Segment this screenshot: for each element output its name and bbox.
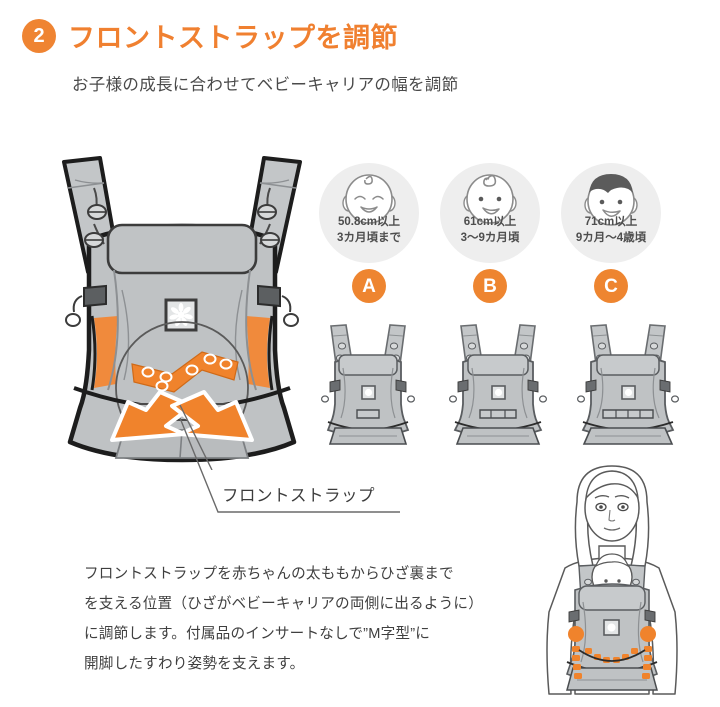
age-group-letter-b: B	[473, 269, 507, 303]
age-group-letter-c: C	[594, 269, 628, 303]
age-group-card-c: 71cm以上 9カ月〜4歳頃 C	[561, 163, 661, 303]
step-number-badge: 2	[22, 18, 56, 53]
age-group-card-b: 61cm以上 3〜9カ月頃 B	[440, 163, 540, 303]
age-group-card-a: 50.8cm以上 3カ月頃まで A	[319, 163, 419, 303]
description-line-4: 開脚したすわり姿勢を支えます。	[84, 655, 305, 672]
baby-face-curl-icon	[440, 163, 540, 263]
age-group-caption-c: 71cm以上 9カ月〜4歳頃	[561, 215, 661, 246]
age-group-age-c: 9カ月〜4歳頃	[575, 231, 647, 244]
page-title: フロントストラップを調節	[68, 23, 398, 53]
baby-face-smiling-closed-eyes-icon	[319, 163, 419, 263]
description-line-2: を支える位置（ひざがベビーキャリアの両側に出るように）	[84, 595, 483, 612]
child-face-dark-hair-icon	[561, 163, 661, 263]
main-carrier-illustration	[42, 140, 322, 475]
age-group-age-a: 3カ月頃まで	[337, 231, 401, 244]
age-group-caption-b: 61cm以上 3〜9カ月頃	[440, 215, 540, 246]
description-paragraph: フロントストラップを赤ちゃんの太ももからひざ裏まで を支える位置（ひざがベビーキ…	[84, 560, 514, 680]
age-group-caption-a: 50.8cm以上 3カ月頃まで	[319, 215, 419, 246]
step-header: 2 フロントストラップを調節	[22, 16, 398, 55]
age-group-age-b: 3〜9カ月頃	[460, 231, 520, 244]
age-group-size-c: 71cm以上	[584, 216, 638, 228]
callout-leader-line	[179, 417, 400, 513]
page-subtitle: お子様の成長に合わせてベビーキャリアの幅を調節	[72, 76, 459, 94]
description-line-1: フロントストラップを赤ちゃんの太ももからひざ裏まで	[84, 566, 454, 582]
mini-carrier-row	[313, 318, 693, 453]
age-group-letter-a: A	[352, 269, 386, 303]
description-line-3: に調節します。付属品のインサートなしで”M字型”に	[84, 625, 431, 642]
woman-wearing-carrier-illustration	[503, 462, 720, 707]
front-strap-callout: フロントストラップ	[150, 400, 450, 530]
age-group-size-a: 50.8cm以上	[337, 216, 400, 228]
age-group-list: 50.8cm以上 3カ月頃まで A 61cm以上 3〜9カ月頃 B	[313, 163, 679, 313]
front-strap-label: フロントストラップ	[222, 487, 375, 505]
age-group-size-b: 61cm以上	[463, 216, 517, 228]
